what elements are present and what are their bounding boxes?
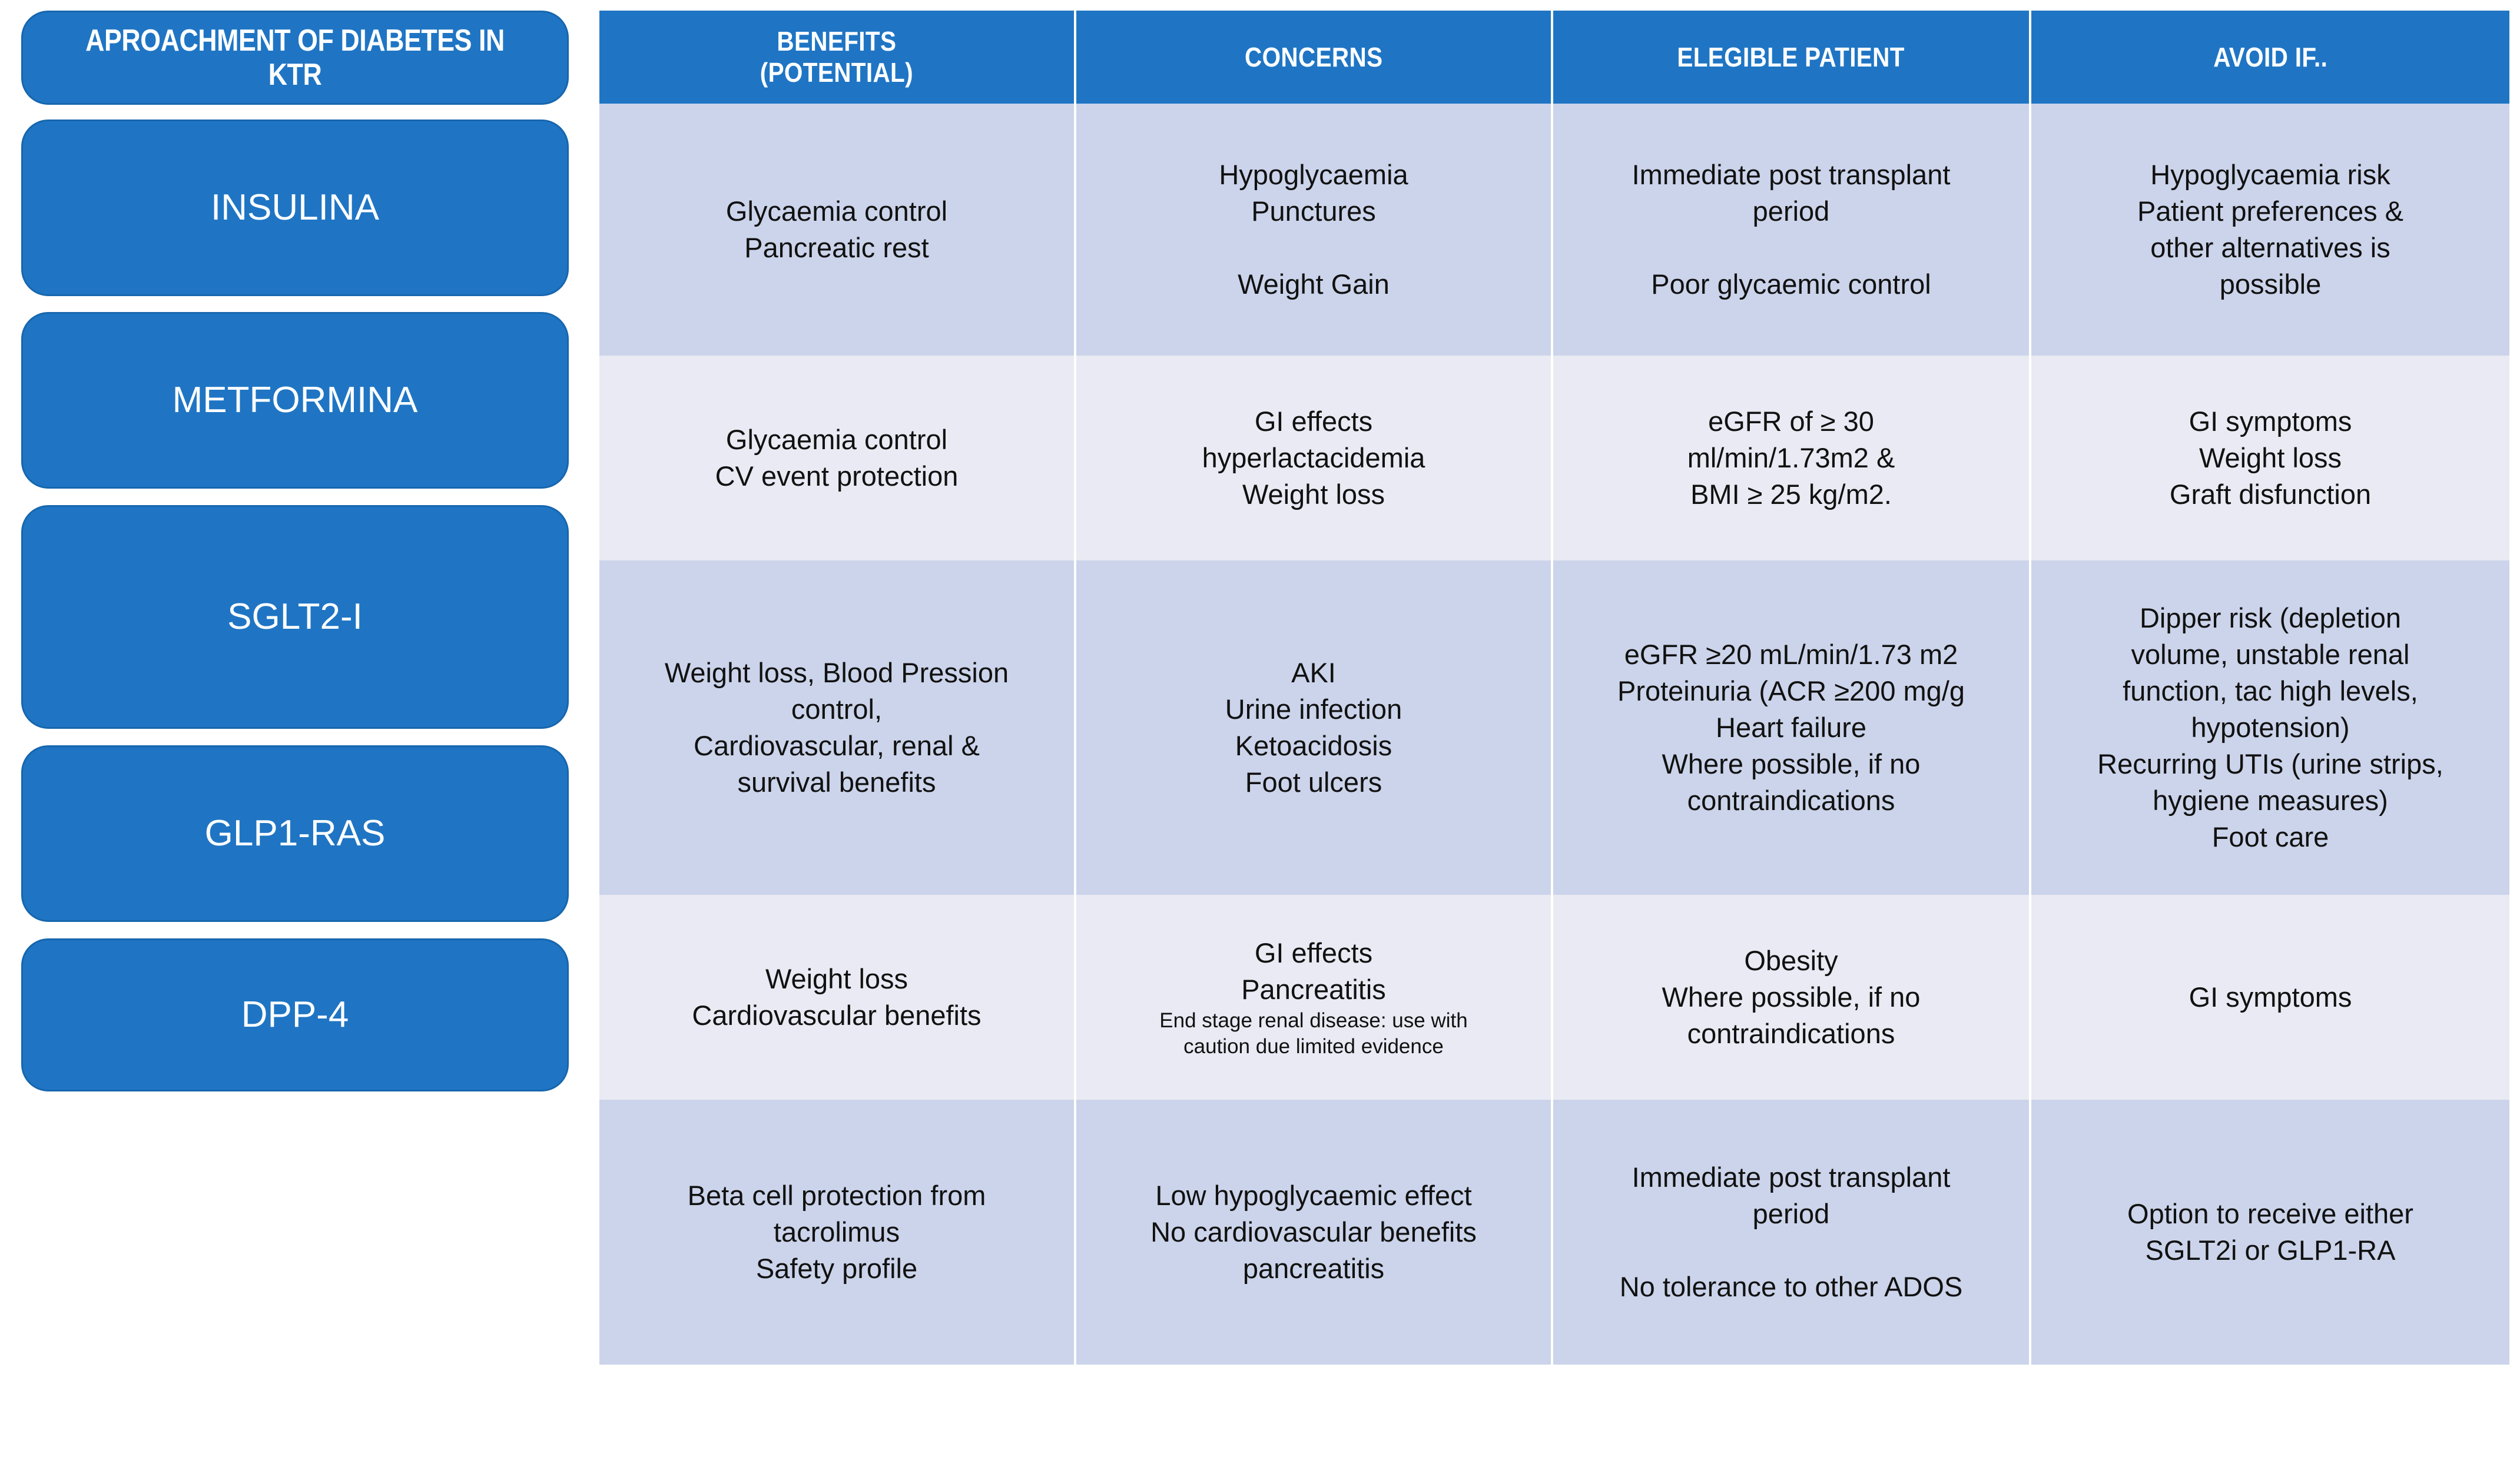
cell-concerns: AKI Urine infection Ketoacidosis Foot ul… xyxy=(1076,560,1553,895)
drug-rail: APROACHMENT OF DIABETES IN KTR INSULINA … xyxy=(21,11,569,1447)
cell-benefits: Beta cell protection from tacrolimus Saf… xyxy=(599,1100,1076,1365)
cell-eligible-patient: eGFR ≥20 mL/min/1.73 m2 Proteinuria (ACR… xyxy=(1553,560,2031,895)
cell-eligible-patient: Immediate post transplant period No tole… xyxy=(1553,1100,2031,1365)
table-row: Weight loss, Blood Pression control, Car… xyxy=(599,560,2509,895)
cell-concerns: GI effects Pancreatitis End stage renal … xyxy=(1076,895,1553,1100)
cell-concerns: Hypoglycaemia Punctures Weight Gain xyxy=(1076,104,1553,356)
table-row: Beta cell protection from tacrolimus Saf… xyxy=(599,1100,2509,1365)
drug-pill-metformina[interactable]: METFORMINA xyxy=(21,312,569,489)
table-row: Glycaemia control Pancreatic rest Hypogl… xyxy=(599,104,2509,356)
column-header-avoid-if: AVOID IF.. xyxy=(2031,11,2509,104)
cell-avoid-if: Dipper risk (depletion volume, unstable … xyxy=(2031,560,2509,895)
table-row: Weight loss Cardiovascular benefits GI e… xyxy=(599,895,2509,1100)
comparison-table: BENEFITS (POTENTIAL) CONCERNS ELEGIBLE P… xyxy=(599,11,2509,1365)
cell-avoid-if: GI symptoms xyxy=(2031,895,2509,1100)
cell-concerns: Low hypoglycaemic effect No cardiovascul… xyxy=(1076,1100,1553,1365)
cell-avoid-if: Option to receive either SGLT2i or GLP1-… xyxy=(2031,1100,2509,1365)
cell-concerns: GI effects hyperlactacidemia Weight loss xyxy=(1076,356,1553,560)
column-header-eligible-patient: ELEGIBLE PATIENT xyxy=(1553,11,2031,104)
drug-pill-label: GLP1-RAS xyxy=(204,812,386,854)
cell-eligible-patient: Obesity Where possible, if no contraindi… xyxy=(1553,895,2031,1100)
cell-eligible-patient: eGFR of ≥ 30 ml/min/1.73m2 & BMI ≥ 25 kg… xyxy=(1553,356,2031,560)
cell-benefits: Weight loss, Blood Pression control, Car… xyxy=(599,560,1076,895)
column-header-benefits: BENEFITS (POTENTIAL) xyxy=(599,11,1076,104)
drug-pill-sglt2i[interactable]: SGLT2-I xyxy=(21,505,569,729)
cell-avoid-if: Hypoglycaemia risk Patient preferences &… xyxy=(2031,104,2509,356)
table-header-row: BENEFITS (POTENTIAL) CONCERNS ELEGIBLE P… xyxy=(599,11,2509,104)
cell-concerns-footnote: End stage renal disease: use with cautio… xyxy=(1159,1009,1468,1058)
table-row: Glycaemia control CV event protection GI… xyxy=(599,356,2509,560)
drug-pill-dpp4[interactable]: DPP-4 xyxy=(21,938,569,1091)
cell-benefits: Weight loss Cardiovascular benefits xyxy=(599,895,1076,1100)
drug-pill-glp1ras[interactable]: GLP1-RAS xyxy=(21,745,569,922)
cell-benefits: Glycaemia control CV event protection xyxy=(599,356,1076,560)
cell-benefits: Glycaemia control Pancreatic rest xyxy=(599,104,1076,356)
title-card: APROACHMENT OF DIABETES IN KTR xyxy=(21,11,569,105)
cell-eligible-patient: Immediate post transplant period Poor gl… xyxy=(1553,104,2031,356)
drug-pill-label: DPP-4 xyxy=(241,994,349,1035)
drug-pill-insulina[interactable]: INSULINA xyxy=(21,120,569,296)
drug-pill-label: METFORMINA xyxy=(172,379,418,420)
title-card-label: APROACHMENT OF DIABETES IN KTR xyxy=(85,23,505,92)
drug-pill-label: SGLT2-I xyxy=(227,596,363,637)
column-header-concerns: CONCERNS xyxy=(1076,11,1553,104)
drug-pill-label: INSULINA xyxy=(211,187,379,228)
cell-avoid-if: GI symptoms Weight loss Graft disfunctio… xyxy=(2031,356,2509,560)
